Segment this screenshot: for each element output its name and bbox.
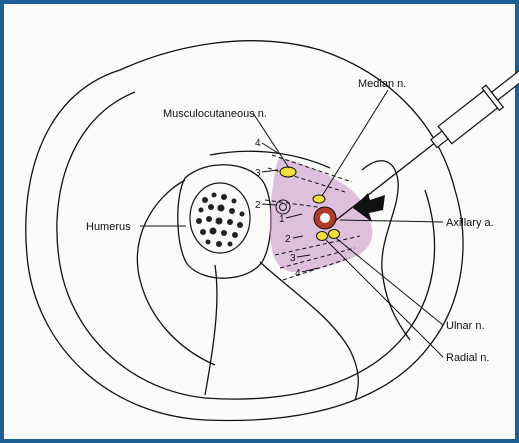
median-nerve [313,195,325,203]
layer-number-bottom-2: 2 [285,234,291,245]
humerus [178,165,271,278]
muscle-boundary-lower [205,265,217,395]
ulnar-nerve [317,232,328,241]
layer-number-top-4: 4 [255,138,261,149]
layer-number-top-2: 2 [255,200,261,211]
radial-nerve [329,230,340,239]
layer-number-top-3: 3 [255,168,261,179]
axilla-fold [362,161,410,340]
label-median-nerve: Median n. [358,78,406,90]
axillary-artery [314,207,336,229]
label-humerus: Humerus [86,221,131,233]
layer-number-top-1: 1 [279,214,285,225]
layer-number-bottom-3: 3 [290,253,296,264]
label-ulnar-nerve: Ulnar n. [446,320,485,332]
label-radial-nerve: Radial n. [446,352,489,364]
label-axillary-artery: Axillary a. [446,217,494,229]
layer-number-bottom-4: 4 [295,268,301,279]
label-musculocutaneous-nerve: Musculocutaneous n. [163,108,267,120]
musculocutaneous-nerve [280,167,296,177]
fascia-outline [57,92,435,399]
